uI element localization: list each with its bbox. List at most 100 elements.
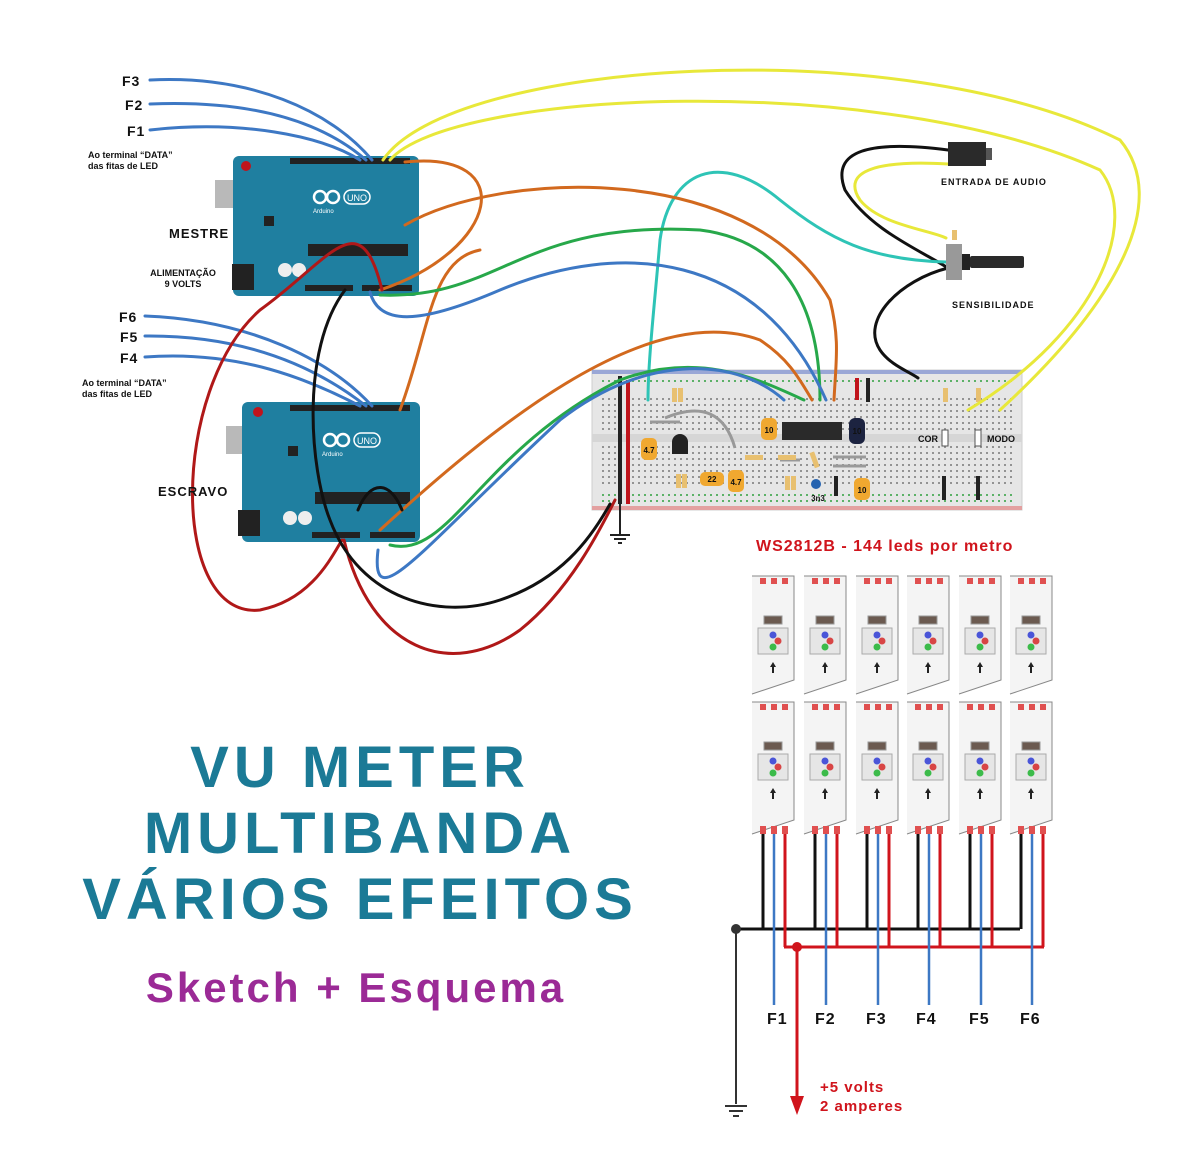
arrow-up-icon: [1028, 662, 1034, 673]
arrow-up-icon: [977, 788, 983, 799]
resistor-smd: [867, 615, 887, 625]
pad: [760, 826, 766, 834]
label-f2: F2: [125, 97, 144, 113]
svg-text:Arduino: Arduino: [313, 209, 334, 215]
led-green: [873, 769, 881, 777]
led-blue: [924, 631, 932, 639]
pad: [834, 704, 840, 710]
led-green: [821, 643, 829, 651]
pad: [812, 826, 818, 834]
arduino-master: UNO Arduino: [215, 156, 419, 296]
svg-text:4.7: 4.7: [730, 478, 742, 487]
capacitor-4-7-b: 4.7: [728, 470, 744, 492]
pad: [926, 826, 932, 834]
resistor-smd: [763, 741, 783, 751]
title-line-1: VU METER: [190, 735, 530, 800]
pad: [834, 826, 840, 834]
power-label: ALIMENTAÇÃO 9 VOLTS: [146, 268, 220, 290]
pad: [875, 826, 881, 834]
master-note: Ao terminal “DATA” das fitas de LED: [88, 150, 173, 172]
pad: [978, 704, 984, 710]
audio-input-label: ENTRADA DE AUDIO: [941, 177, 1047, 187]
pad: [1018, 578, 1024, 584]
pad: [875, 704, 881, 710]
led-strips: [751, 575, 1053, 835]
resistor-smd: [815, 741, 835, 751]
led-red: [1032, 763, 1040, 771]
pad: [1029, 578, 1035, 584]
pad: [989, 704, 995, 710]
audio-jack-icon: [948, 142, 992, 166]
reset-button[interactable]: [253, 407, 263, 417]
slave-note: Ao terminal “DATA” das fitas de LED: [82, 378, 167, 400]
button-cor[interactable]: COR: [918, 429, 949, 447]
power-supply-current: 2 amperes: [820, 1098, 904, 1115]
pad: [782, 826, 788, 834]
ground-symbol-breadboard: [610, 504, 630, 544]
channel-f2: F2: [815, 1011, 836, 1028]
arduino-logo-icon: UNO Arduino: [312, 189, 371, 215]
pad: [937, 704, 943, 710]
pad: [823, 826, 829, 834]
capacitor-22: 22: [700, 472, 724, 486]
led-red: [826, 763, 834, 771]
pad: [823, 704, 829, 710]
label-f1: F1: [127, 123, 146, 139]
arrow-up-icon: [1028, 788, 1034, 799]
pad: [937, 578, 943, 584]
led-red: [1032, 637, 1040, 645]
pad: [823, 578, 829, 584]
pad: [1018, 704, 1024, 710]
transistor: [672, 434, 688, 454]
led-blue: [1027, 757, 1035, 765]
power-label-line2: 9 VOLTS: [164, 279, 202, 289]
led-green: [924, 643, 932, 651]
led-green: [1027, 643, 1035, 651]
potentiometer-icon[interactable]: [946, 230, 1024, 280]
capacitor-10-b: 10: [854, 478, 870, 500]
label-f4: F4: [120, 350, 139, 366]
led-strip-3: [855, 575, 899, 835]
wires: [143, 68, 1141, 655]
channel-f3: F3: [866, 1011, 887, 1028]
power-label-line1: ALIMENTAÇÃO: [150, 268, 216, 278]
pad: [834, 578, 840, 584]
channel-f6: F6: [1020, 1011, 1041, 1028]
pad: [978, 826, 984, 834]
led-blue: [924, 757, 932, 765]
arrow-down-icon: [790, 1096, 804, 1115]
svg-text:UNO: UNO: [347, 193, 367, 203]
strip-wires: [761, 834, 1045, 1005]
arduino-logo-icon: UNO Arduino: [322, 432, 381, 458]
slave-note-line1: Ao terminal “DATA”: [82, 378, 167, 388]
pad: [812, 578, 818, 584]
arrow-up-icon: [977, 662, 983, 673]
led-blue: [821, 757, 829, 765]
led-green: [769, 769, 777, 777]
led-strip-4: [906, 575, 950, 835]
label-f3: F3: [122, 73, 141, 89]
pad: [915, 704, 921, 710]
arrow-up-icon: [822, 662, 828, 673]
resistor-smd: [918, 615, 938, 625]
pad: [1040, 704, 1046, 710]
pad: [1040, 578, 1046, 584]
title-line-2: MULTIBANDA: [143, 801, 577, 866]
svg-text:Arduino: Arduino: [322, 452, 343, 458]
sensitivity-label: SENSIBILIDADE: [952, 300, 1035, 310]
led-blue: [873, 757, 881, 765]
pad: [1018, 826, 1024, 834]
pad: [967, 578, 973, 584]
label-f5: F5: [120, 329, 139, 345]
button-modo[interactable]: MODO: [974, 429, 1015, 447]
led-blue: [976, 631, 984, 639]
resistor-smd: [918, 741, 938, 751]
arrow-up-icon: [770, 662, 776, 673]
label-f6: F6: [119, 309, 138, 325]
reset-button[interactable]: [241, 161, 251, 171]
arrow-up-icon: [822, 788, 828, 799]
led-green: [873, 643, 881, 651]
capacitor-10-a: 10: [761, 418, 777, 440]
pad: [1040, 826, 1046, 834]
